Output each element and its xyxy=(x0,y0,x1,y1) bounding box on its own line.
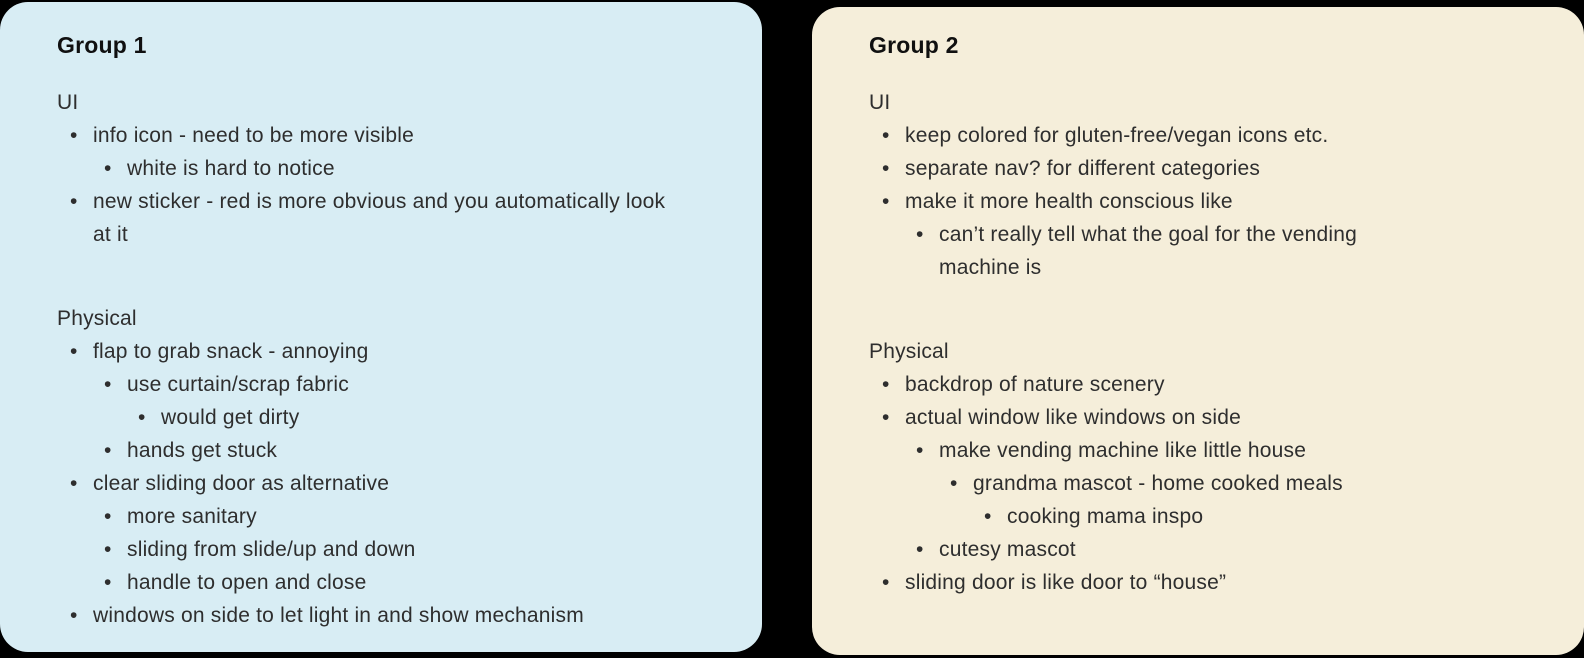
bullet-icon: • xyxy=(104,571,112,594)
group-1-card-content: Group 1 UI • info icon - need to be more… xyxy=(0,2,762,652)
list-item-text: backdrop of nature scenery xyxy=(905,373,1165,396)
list-item-text: handle to open and close xyxy=(127,571,367,594)
list-item: • separate nav? for different categories xyxy=(869,152,1439,185)
bullet-icon: • xyxy=(138,406,146,429)
list-item-text: clear sliding door as alternative xyxy=(93,472,390,495)
bullet-icon: • xyxy=(882,190,890,213)
group-2-section-physical: Physical • backdrop of nature scenery • … xyxy=(869,335,1439,599)
bullet-icon: • xyxy=(104,157,112,180)
group-2-section-ui: UI • keep colored for gluten-free/vegan … xyxy=(869,86,1439,284)
bullet-icon: • xyxy=(916,538,924,561)
bullet-icon: • xyxy=(882,571,890,594)
group-1-section-ui: UI • info icon - need to be more visible… xyxy=(57,86,689,251)
bullet-icon: • xyxy=(882,406,890,429)
list-item: • grandma mascot - home cooked meals xyxy=(937,467,1439,500)
list-item-text: separate nav? for different categories xyxy=(905,157,1261,180)
list-item: • sliding door is like door to “house” xyxy=(869,566,1439,599)
list-item-text: use curtain/scrap fabric xyxy=(127,373,349,396)
bullet-icon: • xyxy=(70,340,78,363)
bullet-icon: • xyxy=(882,157,890,180)
list-item: • actual window like windows on side xyxy=(869,401,1439,434)
list-item: • use curtain/scrap fabric xyxy=(91,368,689,401)
list-item-text: would get dirty xyxy=(161,406,300,429)
list-item: • clear sliding door as alternative xyxy=(57,467,689,500)
list-item: • make it more health conscious like xyxy=(869,185,1439,218)
list-item: • backdrop of nature scenery xyxy=(869,368,1439,401)
list-item: • more sanitary xyxy=(91,500,689,533)
list-item-text: new sticker - red is more obvious and yo… xyxy=(93,190,666,246)
list-item: • cooking mama inspo xyxy=(971,500,1439,533)
list-item-text: more sanitary xyxy=(127,505,257,528)
list-item-text: can’t really tell what the goal for the … xyxy=(939,223,1357,279)
list-item: • white is hard to notice xyxy=(91,152,689,185)
list-item: • would get dirty xyxy=(125,401,689,434)
bullet-icon: • xyxy=(70,124,78,147)
bullet-icon: • xyxy=(104,373,112,396)
list-item: • info icon - need to be more visible xyxy=(57,119,689,152)
list-item: • keep colored for gluten-free/vegan ico… xyxy=(869,119,1439,152)
list-item-text: cooking mama inspo xyxy=(1007,505,1204,528)
list-item-text: sliding from slide/up and down xyxy=(127,538,416,561)
list-item-text: windows on side to let light in and show… xyxy=(93,604,584,627)
bullet-icon: • xyxy=(104,538,112,561)
bullet-icon: • xyxy=(70,604,78,627)
bullet-icon: • xyxy=(70,190,78,213)
bullet-icon: • xyxy=(104,439,112,462)
list-item: • windows on side to let light in and sh… xyxy=(57,599,689,632)
list-item-text: make it more health conscious like xyxy=(905,190,1233,213)
list-item: • sliding from slide/up and down xyxy=(91,533,689,566)
group-2-card-content: Group 2 UI • keep colored for gluten-fre… xyxy=(812,7,1584,655)
section-label-physical: Physical xyxy=(869,340,949,363)
list-item: • flap to grab snack - annoying xyxy=(57,335,689,368)
list-item-text: actual window like windows on side xyxy=(905,406,1241,429)
group-2-card[interactable]: Group 2 UI • keep colored for gluten-fre… xyxy=(812,7,1584,655)
list-item: • make vending machine like little house xyxy=(903,434,1439,467)
list-item-text: hands get stuck xyxy=(127,439,278,462)
group-1-section-physical: Physical • flap to grab snack - annoying… xyxy=(57,302,689,632)
section-label-ui: UI xyxy=(57,91,79,114)
bullet-icon: • xyxy=(984,505,992,528)
bullet-icon: • xyxy=(950,472,958,495)
list-item-text: sliding door is like door to “house” xyxy=(905,571,1227,594)
list-item-text: grandma mascot - home cooked meals xyxy=(973,472,1343,495)
bullet-icon: • xyxy=(104,505,112,528)
list-item-text: make vending machine like little house xyxy=(939,439,1307,462)
list-item: • can’t really tell what the goal for th… xyxy=(903,218,1439,284)
list-item: • handle to open and close xyxy=(91,566,689,599)
list-item: • new sticker - red is more obvious and … xyxy=(57,185,689,251)
section-label-ui: UI xyxy=(869,91,891,114)
group-1-card[interactable]: Group 1 UI • info icon - need to be more… xyxy=(0,2,762,652)
list-item: • cutesy mascot xyxy=(903,533,1439,566)
list-item-text: flap to grab snack - annoying xyxy=(93,340,369,363)
list-item: • hands get stuck xyxy=(91,434,689,467)
bullet-icon: • xyxy=(882,124,890,147)
bullet-icon: • xyxy=(882,373,890,396)
group-2-title: Group 2 xyxy=(869,32,959,58)
bullet-icon: • xyxy=(916,439,924,462)
list-item-text: cutesy mascot xyxy=(939,538,1076,561)
list-item-text: keep colored for gluten-free/vegan icons… xyxy=(905,124,1329,147)
section-label-physical: Physical xyxy=(57,307,137,330)
group-1-title: Group 1 xyxy=(57,32,147,58)
bullet-icon: • xyxy=(70,472,78,495)
list-item-text: info icon - need to be more visible xyxy=(93,124,415,147)
bullet-icon: • xyxy=(916,223,924,246)
list-item-text: white is hard to notice xyxy=(127,157,335,180)
